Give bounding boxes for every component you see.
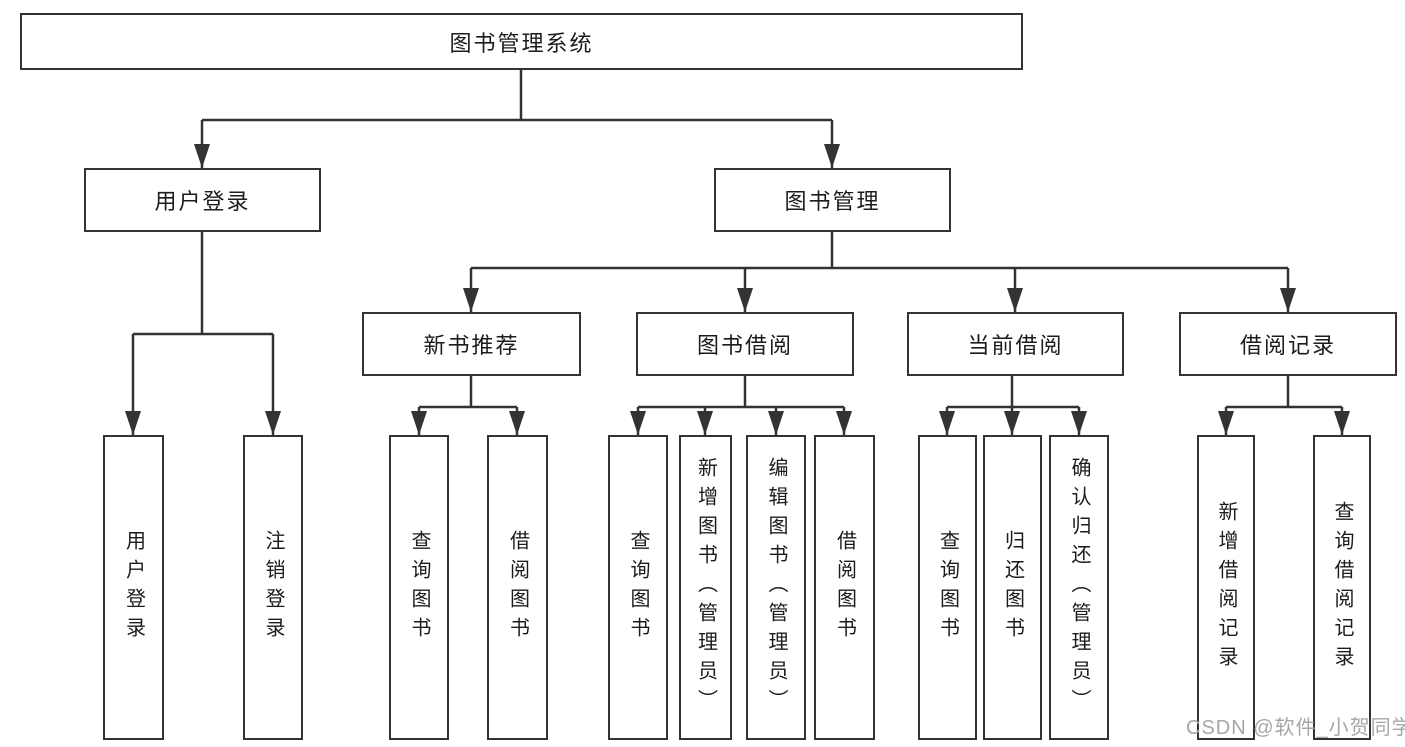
node-label: 图书管理 xyxy=(784,189,881,214)
node-borrowing-records: 借阅记录 xyxy=(1179,312,1397,376)
node-current-borrowing: 当前借阅 xyxy=(907,312,1124,376)
node-label: 借阅图书 xyxy=(833,529,856,646)
node-label: 借阅图书 xyxy=(506,529,529,646)
node-library-management-system: 图书管理系统 xyxy=(20,13,1023,70)
node-label: 编辑图书（管理员） xyxy=(765,457,787,718)
node-label: 查询借阅记录 xyxy=(1331,500,1353,675)
node-borrow-books: 借阅图书 xyxy=(487,435,548,740)
csdn-watermark: CSDN @软件_小贺同学 xyxy=(1186,717,1405,739)
node-label: 图书管理系统 xyxy=(449,30,594,56)
node-add-books-admin: 新增图书（管理员） xyxy=(679,435,732,740)
node-user-login: 用户登录 xyxy=(84,168,321,232)
node-label: 新书推荐 xyxy=(423,333,520,358)
node-label: 查询图书 xyxy=(408,529,430,646)
node-query-borrow-record: 查询借阅记录 xyxy=(1313,435,1371,740)
node-user-login-leaf: 用户登录 xyxy=(103,435,164,740)
node-label: 归还图书 xyxy=(1001,529,1024,646)
node-query-books-3: 查询图书 xyxy=(918,435,977,740)
node-new-book-recommendation: 新书推荐 xyxy=(362,312,581,376)
node-label: 用户登录 xyxy=(122,529,145,646)
node-add-borrow-record: 新增借阅记录 xyxy=(1197,435,1255,740)
node-label: 当前借阅 xyxy=(967,333,1064,358)
node-label: 确认归还（管理员） xyxy=(1068,457,1090,718)
node-return-books: 归还图书 xyxy=(983,435,1042,740)
node-label: 图书借阅 xyxy=(696,333,793,358)
node-label: 用户登录 xyxy=(154,189,251,214)
node-label: 查询图书 xyxy=(627,529,649,646)
node-label: 新增借阅记录 xyxy=(1215,500,1237,675)
node-book-management: 图书管理 xyxy=(714,168,951,232)
node-logout: 注销登录 xyxy=(243,435,303,740)
node-edit-books-admin: 编辑图书（管理员） xyxy=(746,435,806,740)
node-label: 借阅记录 xyxy=(1239,333,1336,358)
node-label: 查询图书 xyxy=(936,529,959,646)
node-label: 注销登录 xyxy=(262,529,284,646)
node-book-borrowing: 图书借阅 xyxy=(636,312,854,376)
node-borrow-books-2: 借阅图书 xyxy=(814,435,875,740)
node-confirm-return-admin: 确认归还（管理员） xyxy=(1049,435,1109,740)
node-query-books-2: 查询图书 xyxy=(608,435,668,740)
node-query-books: 查询图书 xyxy=(389,435,449,740)
node-label: 新增图书（管理员） xyxy=(694,457,717,718)
